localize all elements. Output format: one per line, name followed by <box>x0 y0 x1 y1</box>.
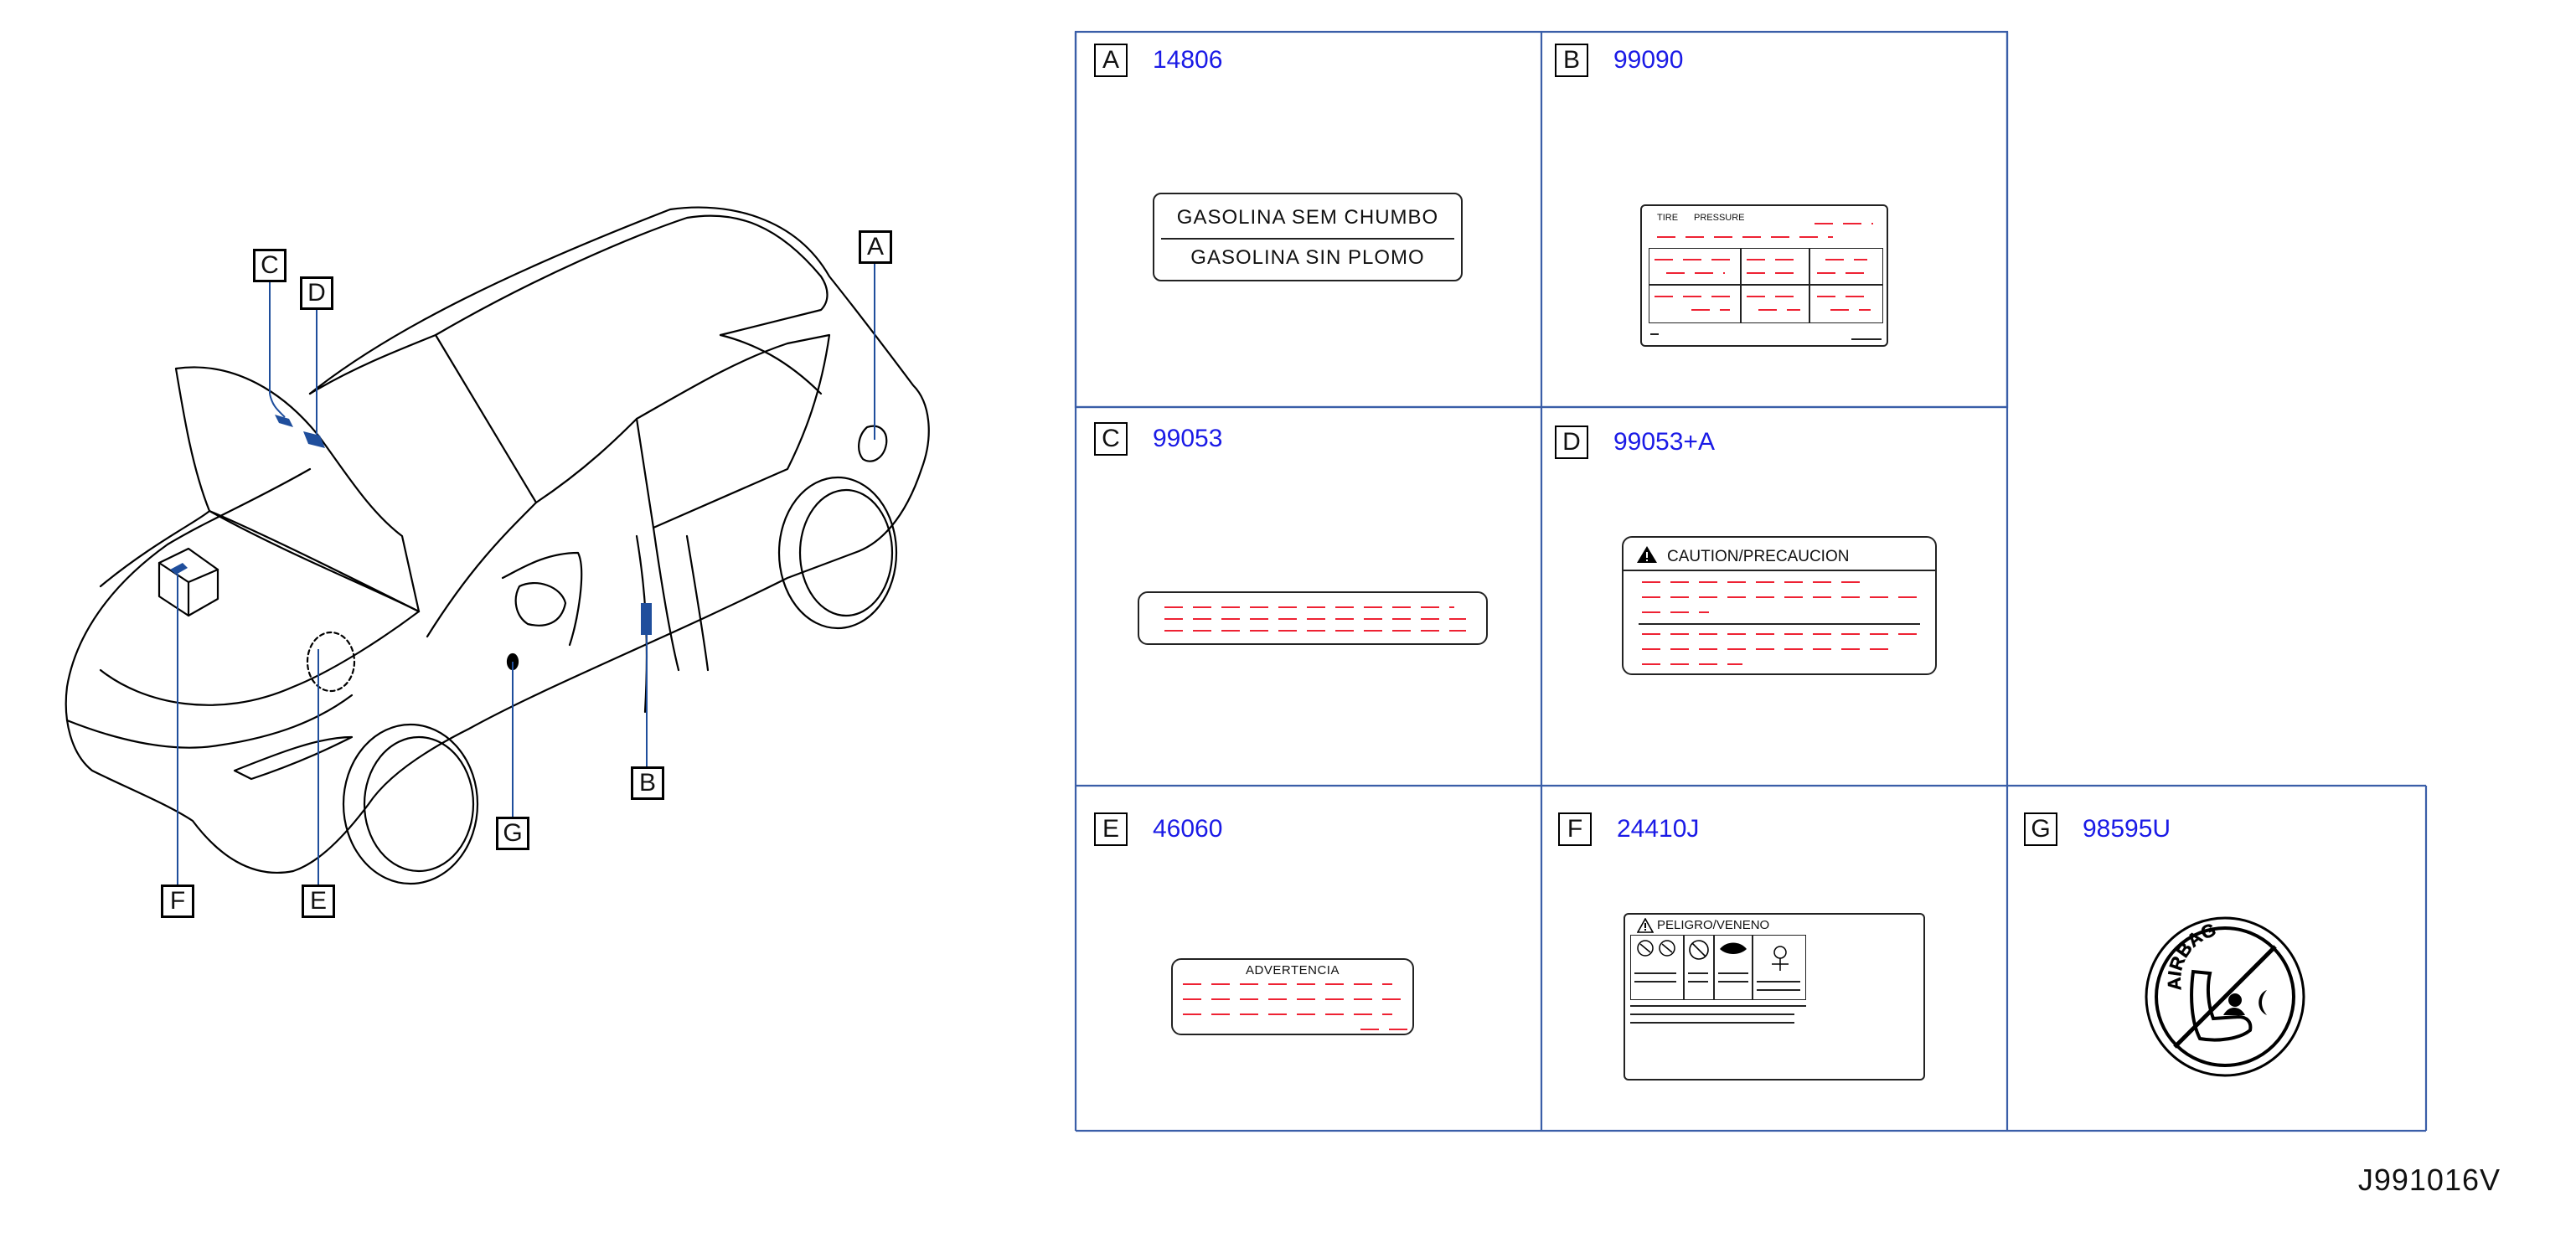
child-seat-icon <box>2190 969 2253 1042</box>
callout-G: G <box>496 817 529 850</box>
part-number: 98595U <box>2083 815 2171 843</box>
tire-label-title2: PRESSURE <box>1694 213 1745 223</box>
tire-pressure-label: TIRE PRESSURE <box>1640 204 1888 347</box>
part-number: 24410J <box>1617 815 1700 843</box>
warning-triangle-icon <box>1637 918 1654 933</box>
cell-head-A: A 14806 <box>1094 44 1222 77</box>
cell-head-G: G 98595U <box>2024 812 2171 846</box>
cell-head-F: F 24410J <box>1558 812 1699 846</box>
cell-letter: E <box>1094 812 1128 846</box>
vehicle-line-drawing <box>65 206 930 885</box>
callout-A: A <box>859 230 892 264</box>
tire-label-title1: TIRE <box>1657 213 1679 223</box>
callout-E: E <box>302 885 335 918</box>
part-number: 46060 <box>1153 815 1223 843</box>
callout-D: D <box>300 276 333 310</box>
caution-label: CAUTION/PRECAUCION <box>1622 536 1937 675</box>
cell-letter: B <box>1555 44 1588 77</box>
cell-head-D: D 99053+A <box>1555 426 1715 459</box>
tire-table <box>1649 248 1883 323</box>
advertencia-title: ADVERTENCIA <box>1246 963 1340 977</box>
advertencia-label: ADVERTENCIA <box>1171 958 1414 1035</box>
callout-B: B <box>631 766 664 800</box>
warning-triangle-icon <box>1637 546 1657 563</box>
cell-letter: D <box>1555 426 1588 459</box>
explosion-icon <box>1637 940 1675 957</box>
cell-head-B: B 99090 <box>1555 44 1683 77</box>
cell-letter: A <box>1094 44 1128 77</box>
peligro-title: PELIGRO/VENENO <box>1657 918 1770 932</box>
child-icon <box>1772 946 1789 971</box>
part-number: 14806 <box>1153 46 1223 74</box>
cell-head-C: C 99053 <box>1094 422 1222 456</box>
part-number: 99090 <box>1613 46 1684 74</box>
airbag-deploy-icon <box>2259 990 2267 1015</box>
pictogram-panel <box>1630 935 1806 1000</box>
eye-protection-icon <box>1720 942 1747 954</box>
peligro-label: PELIGRO/VENENO <box>1624 913 1925 1081</box>
callout-F: F <box>161 885 194 918</box>
part-number: 99053 <box>1153 425 1223 452</box>
no-airbag-badge: AIRBAG <box>2145 916 2305 1077</box>
caution-title: CAUTION/PRECAUCION <box>1667 548 1850 565</box>
cell-head-E: E 46060 <box>1094 812 1222 846</box>
fuel-label-line2: GASOLINA SIN PLOMO <box>1190 246 1425 269</box>
part-number: 99053+A <box>1613 428 1715 456</box>
fuel-label: GASOLINA SEM CHUMBO GASOLINA SIN PLOMO <box>1153 193 1463 281</box>
callout-C: C <box>253 249 287 282</box>
cell-letter: G <box>2024 812 2057 846</box>
cell-letter: F <box>1558 812 1592 846</box>
no-smoking-icon <box>1689 940 1709 960</box>
reference-code: J991016V <box>2357 1163 2501 1197</box>
plain-label <box>1138 591 1488 645</box>
fuel-label-line1: GASOLINA SEM CHUMBO <box>1176 206 1439 229</box>
fuel-label-divider <box>1161 238 1454 240</box>
cell-letter: C <box>1094 422 1128 456</box>
